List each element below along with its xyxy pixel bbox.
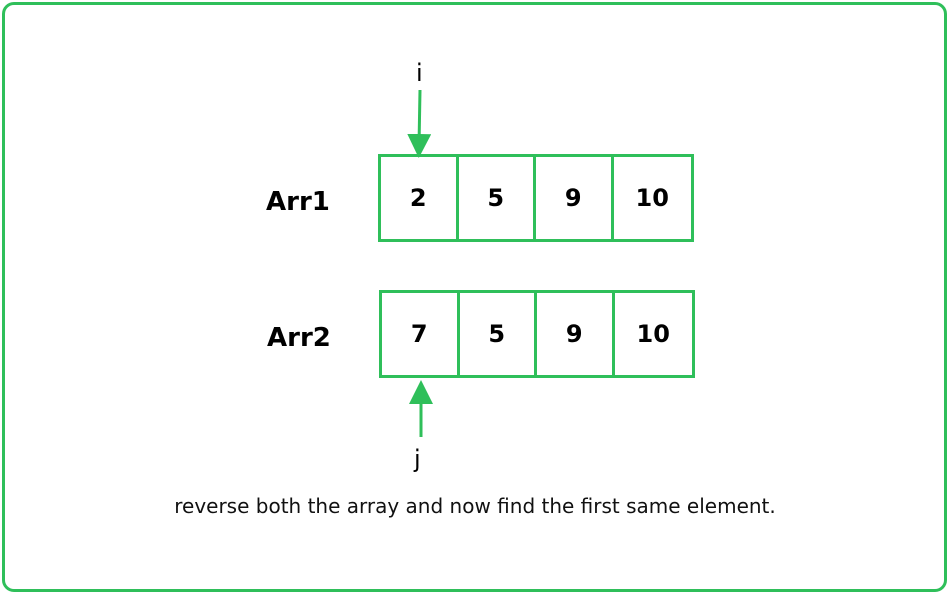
array-cell: 10 xyxy=(635,184,669,212)
array-cell: 9 xyxy=(536,157,614,239)
array-cell: 5 xyxy=(459,157,536,239)
array-cell: 2 xyxy=(381,157,459,239)
array-label-arr2: Arr2 xyxy=(267,323,331,353)
array-cell: 10 xyxy=(636,320,670,348)
array-arr1: 2 5 9 10 xyxy=(378,154,694,242)
array-arr2: 7 5 9 10 xyxy=(379,290,695,378)
array-cell: 5 xyxy=(460,293,537,375)
pointer-label-j: j xyxy=(414,445,421,473)
pointer-label-i: i xyxy=(416,59,423,87)
array-cell: 7 xyxy=(382,293,460,375)
array-cell: 9 xyxy=(537,293,615,375)
caption: reverse both the array and now find the … xyxy=(174,494,776,518)
array-label-arr1: Arr1 xyxy=(266,187,330,217)
arrow-down-icon xyxy=(407,89,432,158)
